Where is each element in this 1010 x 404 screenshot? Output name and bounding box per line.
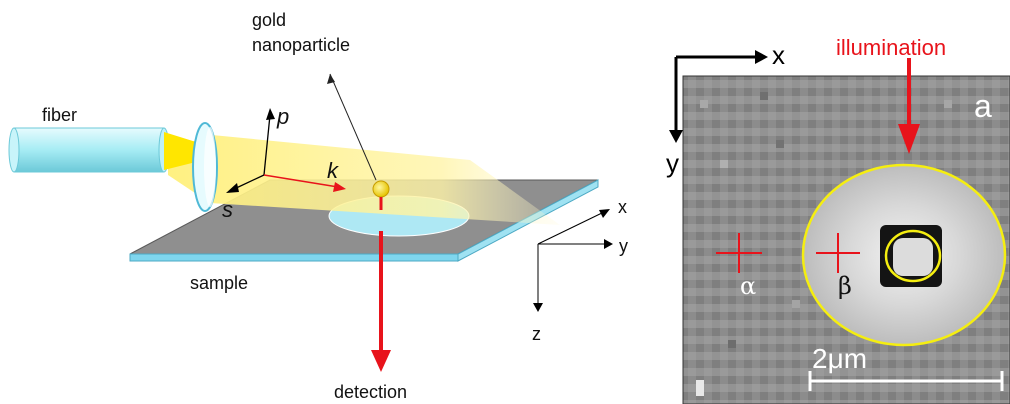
gold-nanoparticle [372, 180, 390, 198]
alpha-label: α [740, 272, 756, 300]
image-axis-y-label: y [666, 148, 679, 178]
gold-label-line1: gold [252, 10, 286, 30]
s-label: s [222, 197, 233, 222]
gold-label-line2: nanoparticle [252, 35, 350, 55]
image-axis-x-label: x [772, 40, 785, 70]
outer-yellow-ring [801, 163, 1007, 347]
lab-axis-y-label: y [619, 236, 628, 256]
k-vector [263, 174, 339, 188]
lab-axes [533, 209, 613, 312]
detection-label: detection [334, 382, 407, 402]
nanoparticle-pointer [329, 73, 377, 181]
fiber [8, 127, 196, 173]
scale-bar [808, 371, 1004, 391]
setup-diagram: gold nanoparticle fiber p k s sample det… [8, 10, 628, 402]
panel-label: a [974, 88, 992, 124]
sample-plate-edge [129, 253, 459, 262]
sample-label: sample [190, 273, 248, 293]
lab-axis-x-label: x [618, 197, 627, 217]
fiber-label: fiber [42, 105, 77, 125]
inner-yellow-ring [884, 229, 942, 283]
k-label: k [327, 158, 339, 183]
alpha-marker [716, 233, 762, 273]
scale-bar-label: 2μm [812, 343, 867, 374]
microscope-image: x y illumination a α β 2μm [666, 35, 1010, 404]
beta-marker [816, 233, 860, 273]
image-axes [669, 50, 768, 143]
beta-label: β [838, 272, 852, 300]
p-label: p [276, 104, 289, 129]
illumination-label: illumination [836, 35, 946, 60]
lab-axis-z-label: z [532, 324, 541, 344]
polarization-axes [226, 108, 346, 193]
